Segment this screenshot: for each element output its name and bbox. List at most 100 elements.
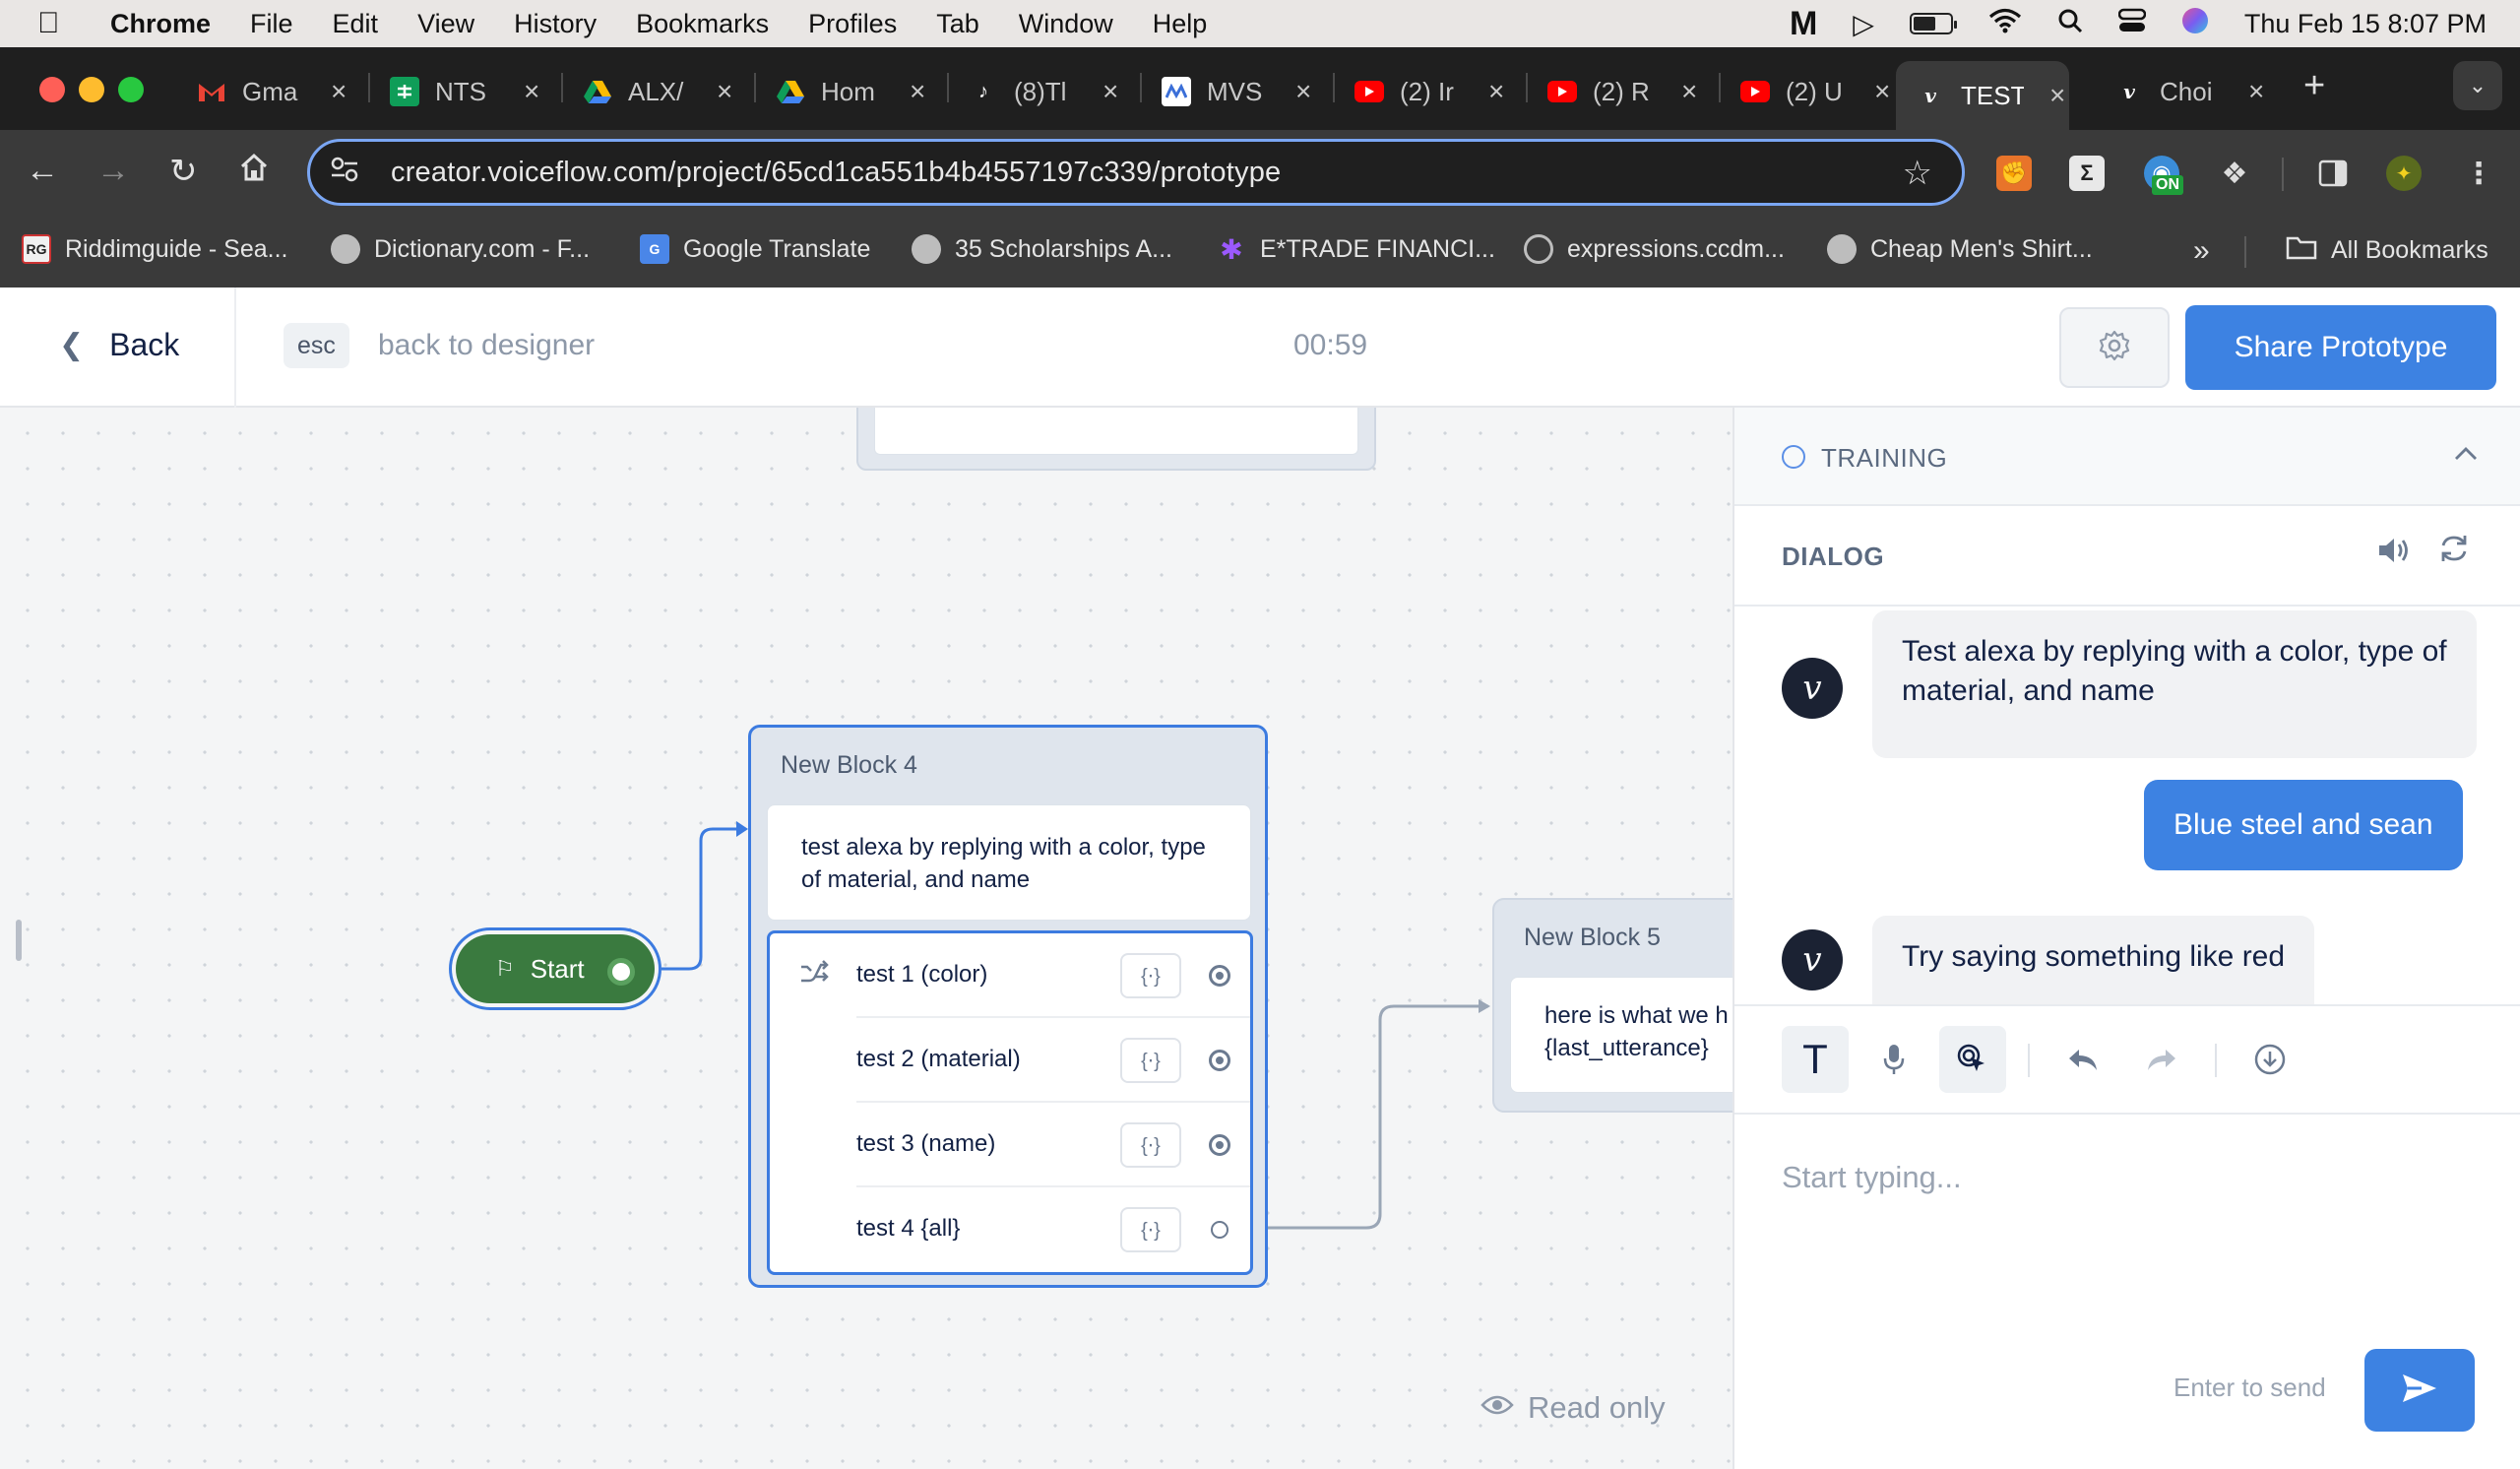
menu-bookmarks[interactable]: Bookmarks: [636, 8, 770, 38]
choice-output-port[interactable]: [1209, 965, 1230, 987]
address-bar[interactable]: creator.voiceflow.com/project/65cd1ca551…: [307, 139, 1965, 206]
spotlight-search-icon[interactable]: [2057, 8, 2083, 40]
extension-sigma-icon[interactable]: Σ: [2069, 156, 2105, 191]
siri-icon[interactable]: [2181, 7, 2209, 41]
bookmark-dictionary[interactable]: Dictionary.com - F...: [331, 234, 590, 264]
zoom-window-button[interactable]: [118, 77, 144, 102]
close-tab-icon[interactable]: ×: [910, 76, 926, 106]
choice-output-port[interactable]: [1209, 1050, 1230, 1071]
share-prototype-button[interactable]: Share Prototype: [2185, 305, 2496, 390]
partial-block-card[interactable]: [856, 408, 1376, 471]
start-output-port[interactable]: [607, 958, 635, 986]
bookmark-google-translate[interactable]: G Google Translate: [640, 234, 870, 264]
url-text[interactable]: creator.voiceflow.com/project/65cd1ca551…: [391, 156, 1282, 188]
variable-braces-icon[interactable]: {⋅}: [1120, 953, 1181, 998]
tab-search-button[interactable]: ⌄: [2453, 61, 2502, 110]
browser-tab[interactable]: ALX/×: [583, 61, 732, 122]
browser-tab[interactable]: Hom×: [776, 61, 925, 122]
block-new-block-5[interactable]: New Block 5 here is what we h {last_utte…: [1492, 898, 1732, 1113]
microphone-icon[interactable]: [1860, 1026, 1927, 1093]
bookmark-scholarships[interactable]: 35 Scholarships A...: [912, 234, 1172, 264]
forward-arrow-icon[interactable]: →: [96, 152, 130, 189]
extensions-puzzle-icon[interactable]: ❖: [2221, 157, 2248, 190]
choice-step[interactable]: test 1 (color) {⋅} test 2 (material) {⋅}…: [767, 930, 1253, 1275]
close-tab-icon[interactable]: ×: [1874, 76, 1891, 106]
undo-icon[interactable]: [2049, 1026, 2116, 1093]
close-tab-icon[interactable]: ×: [1295, 76, 1312, 106]
minimize-window-button[interactable]: [79, 77, 104, 102]
reload-icon[interactable]: ↻: [169, 153, 198, 190]
play-circle-icon[interactable]: ▷: [1853, 8, 1874, 39]
menu-file[interactable]: File: [250, 8, 293, 38]
choice-row[interactable]: test 2 (material) {⋅}: [770, 1018, 1250, 1103]
training-section[interactable]: TRAINING: [1734, 408, 2520, 506]
wifi-icon[interactable]: [1988, 8, 2022, 40]
send-button[interactable]: [2364, 1349, 2475, 1432]
choice-row[interactable]: test 4 {all} {⋅}: [770, 1187, 1250, 1272]
close-tab-icon[interactable]: ×: [331, 76, 347, 106]
block-new-block-4[interactable]: New Block 4 test alexa by replying with …: [748, 725, 1268, 1288]
choice-row[interactable]: test 1 (color) {⋅}: [770, 933, 1250, 1018]
bookmark-expressions[interactable]: expressions.ccdm...: [1524, 234, 1785, 264]
menu-tab[interactable]: Tab: [936, 8, 979, 38]
close-tab-icon[interactable]: ×: [2049, 80, 2066, 110]
menu-help[interactable]: Help: [1152, 8, 1208, 38]
site-settings-icon[interactable]: [330, 156, 369, 190]
bookmark-riddimguide[interactable]: RG Riddimguide - Sea...: [22, 234, 288, 264]
button-mode-icon[interactable]: [1939, 1026, 2006, 1093]
browser-tab[interactable]: (2) R×: [1547, 61, 1697, 122]
close-tab-icon[interactable]: ×: [1681, 76, 1698, 106]
menu-edit[interactable]: Edit: [332, 8, 379, 38]
menu-view[interactable]: View: [417, 8, 475, 38]
reset-icon[interactable]: [2437, 532, 2471, 574]
bookmarks-overflow-button[interactable]: »: [2193, 234, 2210, 268]
back-to-designer-hint[interactable]: back to designer: [378, 329, 596, 361]
browser-tab[interactable]: (2) U×: [1740, 61, 1890, 122]
close-tab-icon[interactable]: ×: [524, 76, 540, 106]
profile-avatar[interactable]: ✦: [2386, 156, 2422, 191]
back-arrow-icon[interactable]: ←: [26, 152, 59, 189]
close-tab-icon[interactable]: ×: [1488, 76, 1505, 106]
bookmark-star-icon[interactable]: ☆: [1902, 155, 1932, 192]
chevron-up-icon[interactable]: [2453, 437, 2479, 469]
menu-window[interactable]: Window: [1018, 8, 1113, 38]
new-tab-button[interactable]: +: [2303, 65, 2326, 106]
message-input[interactable]: Start typing...: [1782, 1160, 1962, 1194]
choice-output-port[interactable]: [1209, 1134, 1230, 1156]
battery-icon[interactable]: [1909, 13, 1957, 34]
block-title[interactable]: New Block 5: [1524, 924, 1661, 951]
speaker-icon[interactable]: [2376, 536, 2412, 573]
bookmark-etrade[interactable]: ✱ E*TRADE FINANCI...: [1217, 234, 1495, 265]
speak-step[interactable]: test alexa by replying with a color, typ…: [767, 804, 1251, 921]
choice-row[interactable]: test 3 (name) {⋅}: [770, 1103, 1250, 1187]
browser-tab[interactable]: Gma×: [197, 61, 346, 122]
settings-button[interactable]: [2059, 307, 2170, 388]
speak-step[interactable]: here is what we h {last_utterance}: [1510, 977, 1732, 1093]
extension-fist-icon[interactable]: ✊: [1996, 156, 2032, 191]
menu-history[interactable]: History: [514, 8, 598, 38]
designer-canvas[interactable]: ⚐ Start New Block 4 test alexa by replyi…: [0, 408, 1732, 1469]
block-title[interactable]: New Block 4: [781, 751, 917, 779]
browser-tab[interactable]: MVS×: [1162, 61, 1311, 122]
browser-tab[interactable]: ♪(8)Tl×: [969, 61, 1118, 122]
redo-icon[interactable]: [2128, 1026, 2195, 1093]
start-node[interactable]: ⚐ Start: [449, 927, 662, 1010]
close-tab-icon[interactable]: ×: [717, 76, 733, 106]
back-button[interactable]: ❮ Back: [59, 327, 179, 363]
home-icon[interactable]: [238, 152, 270, 192]
download-icon[interactable]: [2236, 1026, 2303, 1093]
text-mode-button[interactable]: T: [1782, 1026, 1849, 1093]
menubar-clock[interactable]: Thu Feb 15 8:07 PM: [2243, 8, 2487, 38]
close-window-button[interactable]: [39, 77, 65, 102]
chrome-menu-icon[interactable]: ⋮: [2464, 157, 2493, 190]
menu-profiles[interactable]: Profiles: [808, 8, 898, 38]
menu-app-name[interactable]: Chrome: [110, 8, 212, 38]
browser-tab[interactable]: (2) Ir×: [1354, 61, 1504, 122]
malwarebytes-icon[interactable]: M: [1789, 4, 1818, 42]
bookmark-cheap-shirts[interactable]: Cheap Men's Shirt...: [1827, 234, 2093, 264]
side-panel-icon[interactable]: [2315, 156, 2351, 191]
all-bookmarks-button[interactable]: All Bookmarks: [2286, 234, 2488, 267]
variable-braces-icon[interactable]: {⋅}: [1120, 1122, 1181, 1168]
variable-braces-icon[interactable]: {⋅}: [1120, 1207, 1181, 1252]
